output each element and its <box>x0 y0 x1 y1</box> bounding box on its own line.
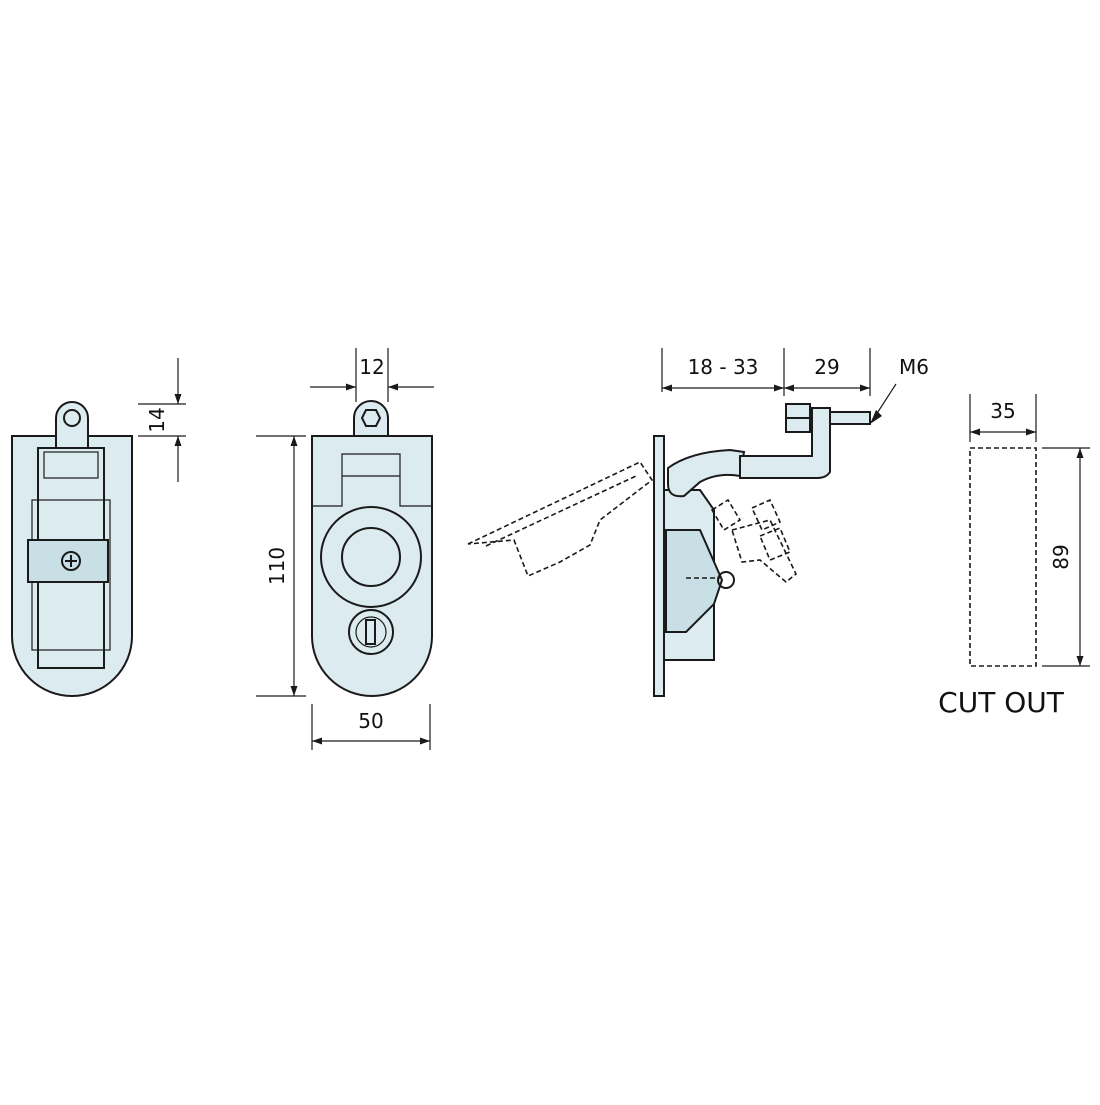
dim-handle-offset: 14 <box>145 407 169 432</box>
cutout-view: 35 89 CUT OUT <box>938 394 1090 719</box>
dim-cutout-height: 89 <box>1049 544 1073 569</box>
dim-bolt-reach: 29 <box>814 355 839 379</box>
dim-top-tab: 12 <box>359 355 384 379</box>
back-view: 14 <box>11 358 186 697</box>
cutout-label: CUT OUT <box>938 686 1065 719</box>
dim-cutout-width: 35 <box>990 399 1015 423</box>
dim-height: 110 <box>265 547 289 585</box>
dim-width: 50 <box>358 709 383 733</box>
front-view: 12 110 50 <box>256 348 434 750</box>
side-view: M6 18 - 33 29 <box>467 348 929 697</box>
dim-thread: M6 <box>899 355 929 379</box>
dim-adjust-range: 18 - 33 <box>688 355 759 379</box>
